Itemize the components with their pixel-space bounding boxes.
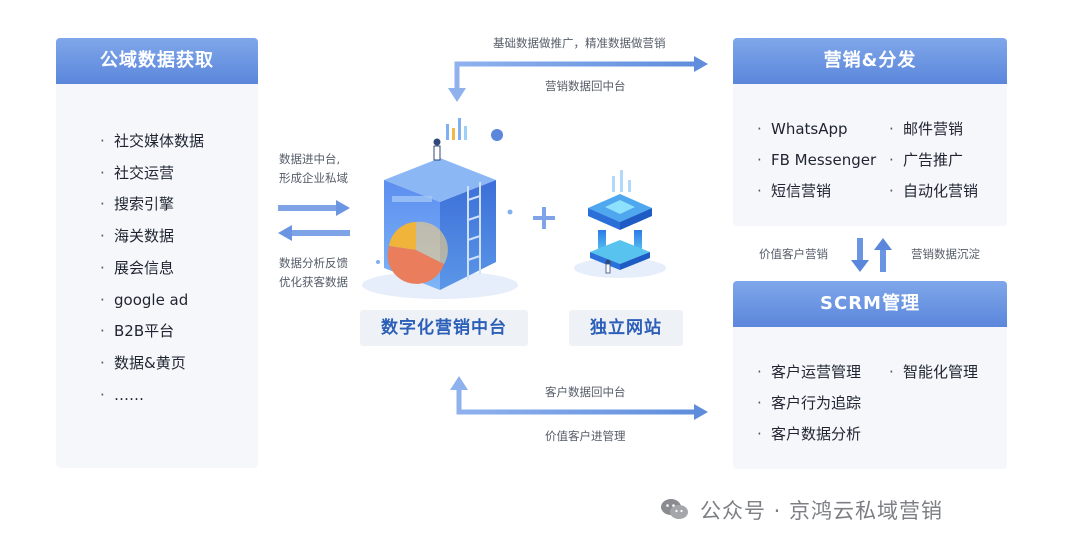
marketing-item: WhatsApp bbox=[757, 114, 876, 145]
public-data-title: 公域数据获取 bbox=[56, 38, 258, 84]
scrm-list-left: 客户运营管理客户行为追踪客户数据分析 bbox=[757, 357, 861, 450]
scrm-title: SCRM管理 bbox=[733, 281, 1007, 327]
flow-left-upper-2: 形成企业私域 bbox=[279, 171, 348, 185]
scrm-panel: SCRM管理 客户运营管理客户行为追踪客户数据分析 智能化管理 bbox=[733, 281, 1007, 469]
site-illustration bbox=[574, 170, 666, 278]
left-double-arrow bbox=[278, 200, 350, 241]
public-data-item: google ad bbox=[100, 285, 204, 317]
marketing-title: 营销&分发 bbox=[733, 38, 1007, 84]
marketing-list-left: WhatsAppFB Messenger短信营销 bbox=[757, 114, 876, 207]
public-data-panel: 公域数据获取 社交媒体数据社交运营搜索引擎海关数据展会信息google adB2… bbox=[56, 38, 258, 468]
public-data-item: 社交媒体数据 bbox=[100, 126, 204, 158]
public-data-item: 社交运营 bbox=[100, 158, 204, 190]
wechat-icon bbox=[660, 497, 690, 523]
public-data-item: 数据&黄页 bbox=[100, 348, 204, 380]
flow-left-lower-2: 优化获客数据 bbox=[279, 275, 348, 289]
plus-icon bbox=[533, 207, 555, 229]
marketing-item: 广告推广 bbox=[889, 145, 978, 176]
marketing-item: 短信营销 bbox=[757, 176, 876, 207]
watermark: 公众号 · 京鸿云私域营销 bbox=[660, 494, 943, 526]
flow-left-upper-1: 数据进中台, bbox=[279, 152, 341, 166]
public-data-item: B2B平台 bbox=[100, 316, 204, 348]
scrm-item: 智能化管理 bbox=[889, 357, 978, 388]
site-label: 独立网站 bbox=[569, 310, 683, 346]
marketing-item: 自动化营销 bbox=[889, 176, 978, 207]
scrm-item: 客户行为追踪 bbox=[757, 388, 861, 419]
hub-illustration bbox=[362, 118, 518, 299]
public-data-item: 搜索引擎 bbox=[100, 189, 204, 221]
top-flow-arrow bbox=[448, 56, 708, 102]
flow-left-lower-1: 数据分析反馈 bbox=[279, 256, 348, 270]
flow-right-left: 价值客户营销 bbox=[759, 247, 828, 261]
flow-bottom-upper: 客户数据回中台 bbox=[545, 385, 626, 399]
public-data-item: 海关数据 bbox=[100, 221, 204, 253]
right-vertical-arrows bbox=[851, 238, 892, 272]
public-data-item: …… bbox=[100, 380, 204, 412]
flow-bottom-lower: 价值客户进管理 bbox=[545, 429, 626, 443]
marketing-panel: 营销&分发 WhatsAppFB Messenger短信营销 邮件营销广告推广自… bbox=[733, 38, 1007, 226]
hub-label: 数字化营销中台 bbox=[360, 310, 528, 346]
watermark-text: 公众号 · 京鸿云私域营销 bbox=[700, 499, 944, 523]
marketing-item: 邮件营销 bbox=[889, 114, 978, 145]
marketing-list-right: 邮件营销广告推广自动化营销 bbox=[889, 114, 978, 207]
scrm-item: 客户运营管理 bbox=[757, 357, 861, 388]
public-data-list: 社交媒体数据社交运营搜索引擎海关数据展会信息google adB2B平台数据&黄… bbox=[100, 126, 204, 411]
flow-right-right: 营销数据沉淀 bbox=[911, 247, 980, 261]
marketing-item: FB Messenger bbox=[757, 145, 876, 176]
flow-top-upper: 基础数据做推广，精准数据做营销 bbox=[493, 36, 666, 50]
scrm-list-right: 智能化管理 bbox=[889, 357, 978, 388]
public-data-item: 展会信息 bbox=[100, 253, 204, 285]
flow-top-lower: 营销数据回中台 bbox=[545, 79, 626, 93]
scrm-item: 客户数据分析 bbox=[757, 419, 861, 450]
bottom-flow-arrow bbox=[450, 376, 708, 420]
